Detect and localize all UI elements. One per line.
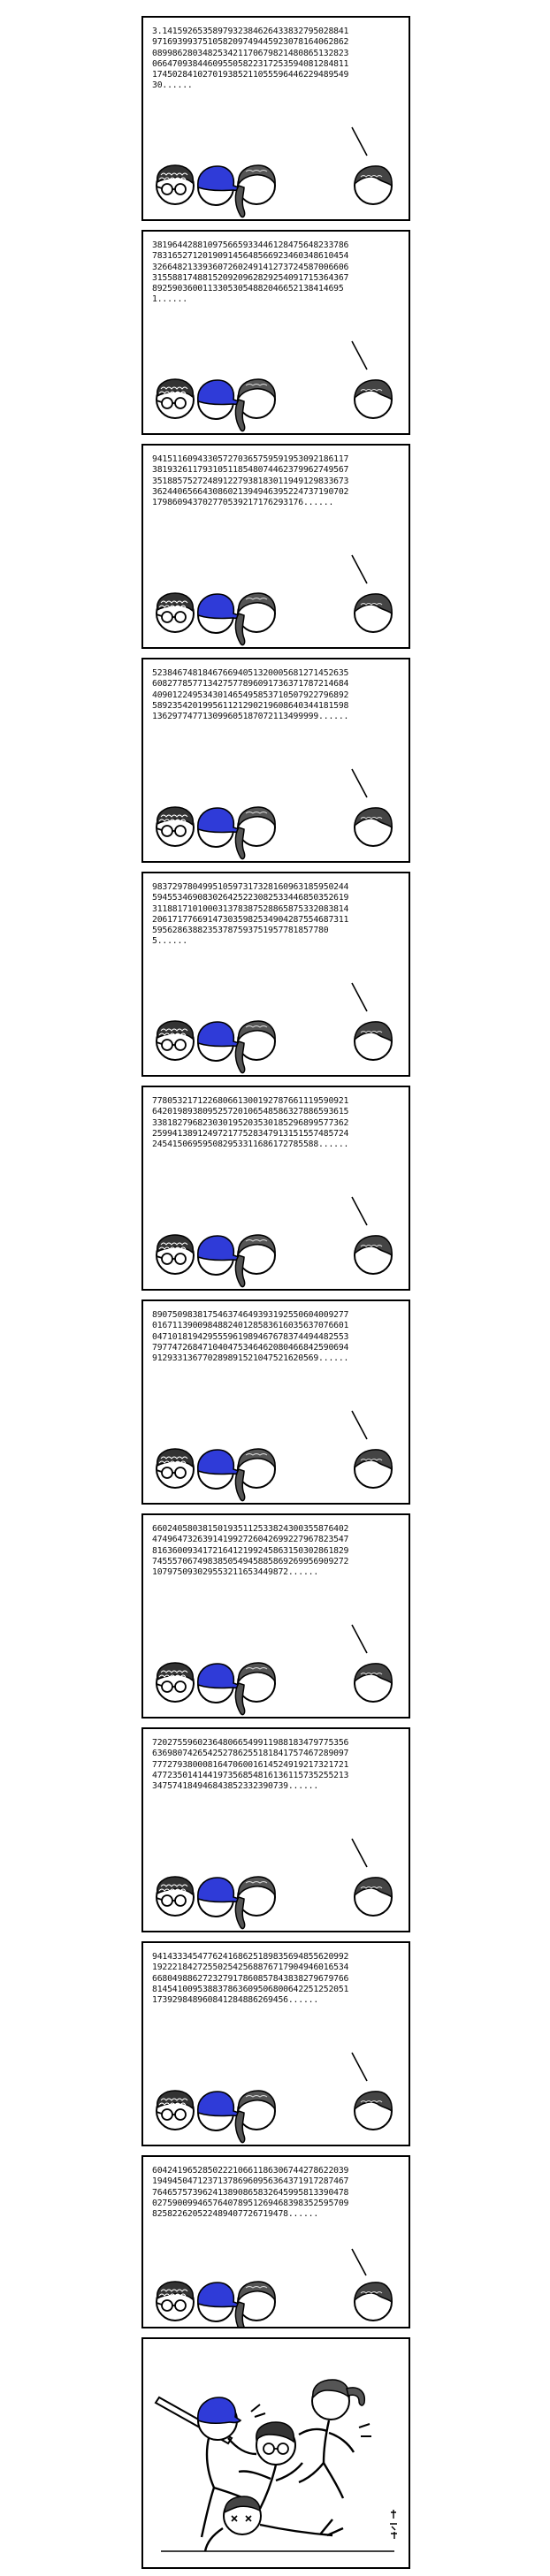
character-listener <box>354 2281 393 2321</box>
character-ponytail <box>234 378 277 432</box>
brawl-scene <box>154 2379 397 2552</box>
comic-panel-4: 5238467481846766940513200056812714526356… <box>141 658 410 863</box>
comic-panel-2: 3819644288109756659334461284756482337867… <box>141 230 410 435</box>
panel-scene <box>156 768 393 860</box>
character-ponytail <box>234 2281 277 2327</box>
panel-scene <box>156 1838 393 1930</box>
comic-panel-1: 3.14159265358979323846264338327950288419… <box>141 16 410 221</box>
character-blue-cap <box>196 1449 241 1490</box>
character-ponytail <box>234 592 277 646</box>
character-glasses-fighter <box>238 2421 303 2510</box>
character-glasses <box>156 1448 195 1489</box>
panel-scene <box>156 126 393 218</box>
pi-digits-text: 7202755960236480665499119881834797753566… <box>152 1738 349 1792</box>
character-glasses <box>156 164 195 205</box>
character-listener <box>354 1020 393 1061</box>
character-listener <box>354 1234 393 1275</box>
pi-digits-text: 8907509838175463746493931925506040092770… <box>152 1310 349 1364</box>
panel-scene <box>156 982 393 1074</box>
character-ponytail <box>234 2090 277 2144</box>
character-ponytail-kicker <box>298 2379 371 2499</box>
character-blue-cap-attacker <box>197 2397 266 2538</box>
pi-digits-text: 3819644288109756659334461284756482337867… <box>152 240 349 305</box>
character-glasses <box>156 1234 195 1275</box>
character-blue-cap <box>196 593 241 634</box>
pi-digits-text: 9415116094330572703657595919530921861173… <box>152 454 349 508</box>
character-blue-cap <box>196 165 241 206</box>
pi-digits-text: 9414333454776241686251898356948556209921… <box>152 1952 349 2006</box>
character-glasses <box>156 2090 195 2130</box>
comic-panel-11: 6042419652850222106611863067442786220391… <box>141 2155 410 2328</box>
comic-panel-8: 6602405803815019351125338243003558764024… <box>141 1513 410 1719</box>
character-listener <box>354 806 393 847</box>
character-ponytail <box>234 1020 277 1074</box>
character-blue-cap <box>196 2282 241 2322</box>
panel-scene <box>156 1196 393 1288</box>
character-glasses <box>156 378 195 419</box>
character-blue-cap <box>196 2091 241 2131</box>
panel-scene <box>156 1410 393 1502</box>
character-listener <box>354 1876 393 1917</box>
character-listener <box>354 1448 393 1489</box>
character-glasses <box>156 1662 195 1703</box>
character-listener-knocked-down <box>203 2496 344 2552</box>
comic-panel-3: 9415116094330572703657595919530921861173… <box>141 444 410 649</box>
comic-panel-9: 7202755960236480665499119881834797753566… <box>141 1727 410 1932</box>
character-glasses <box>156 592 195 633</box>
character-blue-cap <box>196 1235 241 1276</box>
comic-panel-6: 7780532171226806613001927876611195909216… <box>141 1086 410 1291</box>
character-ponytail <box>234 1234 277 1288</box>
pi-digits-text: 3.14159265358979323846264338327950288419… <box>152 27 349 91</box>
pi-digits-text: 5238467481846766940513200056812714526356… <box>152 668 349 722</box>
character-blue-cap <box>196 1021 241 1062</box>
character-blue-cap <box>196 379 241 420</box>
pi-digits-text: 6042419652850222106611863067442786220391… <box>152 2166 349 2220</box>
character-blue-cap <box>196 1877 241 1917</box>
character-ponytail <box>234 806 277 860</box>
character-ponytail <box>234 1448 277 1502</box>
character-listener <box>354 164 393 205</box>
comic-panel-final-brawl <box>141 2337 410 2569</box>
character-glasses <box>156 1876 195 1917</box>
panel-scene <box>156 2248 393 2327</box>
character-blue-cap <box>196 1663 241 1703</box>
character-glasses <box>156 2281 195 2321</box>
comic-panel-5: 9837297804995105973173281609631859502445… <box>141 872 410 1077</box>
character-ponytail <box>234 1876 277 1930</box>
pi-digits-text: 7780532171226806613001927876611195909216… <box>152 1096 349 1150</box>
panel-scene <box>156 340 393 432</box>
character-listener <box>354 1662 393 1703</box>
pi-digits-text: 6602405803815019351125338243003558764024… <box>152 1524 349 1578</box>
panel-scene <box>156 2052 393 2144</box>
character-glasses <box>156 806 195 847</box>
character-listener <box>354 2090 393 2130</box>
comic-panel-10: 9414333454776241686251898356948556209921… <box>141 1941 410 2146</box>
panel-scene <box>156 1624 393 1716</box>
character-glasses <box>156 1020 195 1061</box>
comic-panel-7: 8907509838175463746493931925506040092770… <box>141 1299 410 1505</box>
character-listener <box>354 592 393 633</box>
character-ponytail <box>234 1662 277 1716</box>
character-ponytail <box>234 164 277 218</box>
artist-signature-mark <box>390 2510 397 2539</box>
pi-digits-text: 9837297804995105973173281609631859502445… <box>152 882 349 947</box>
character-listener <box>354 378 393 419</box>
panel-scene <box>156 554 393 646</box>
character-blue-cap <box>196 807 241 848</box>
